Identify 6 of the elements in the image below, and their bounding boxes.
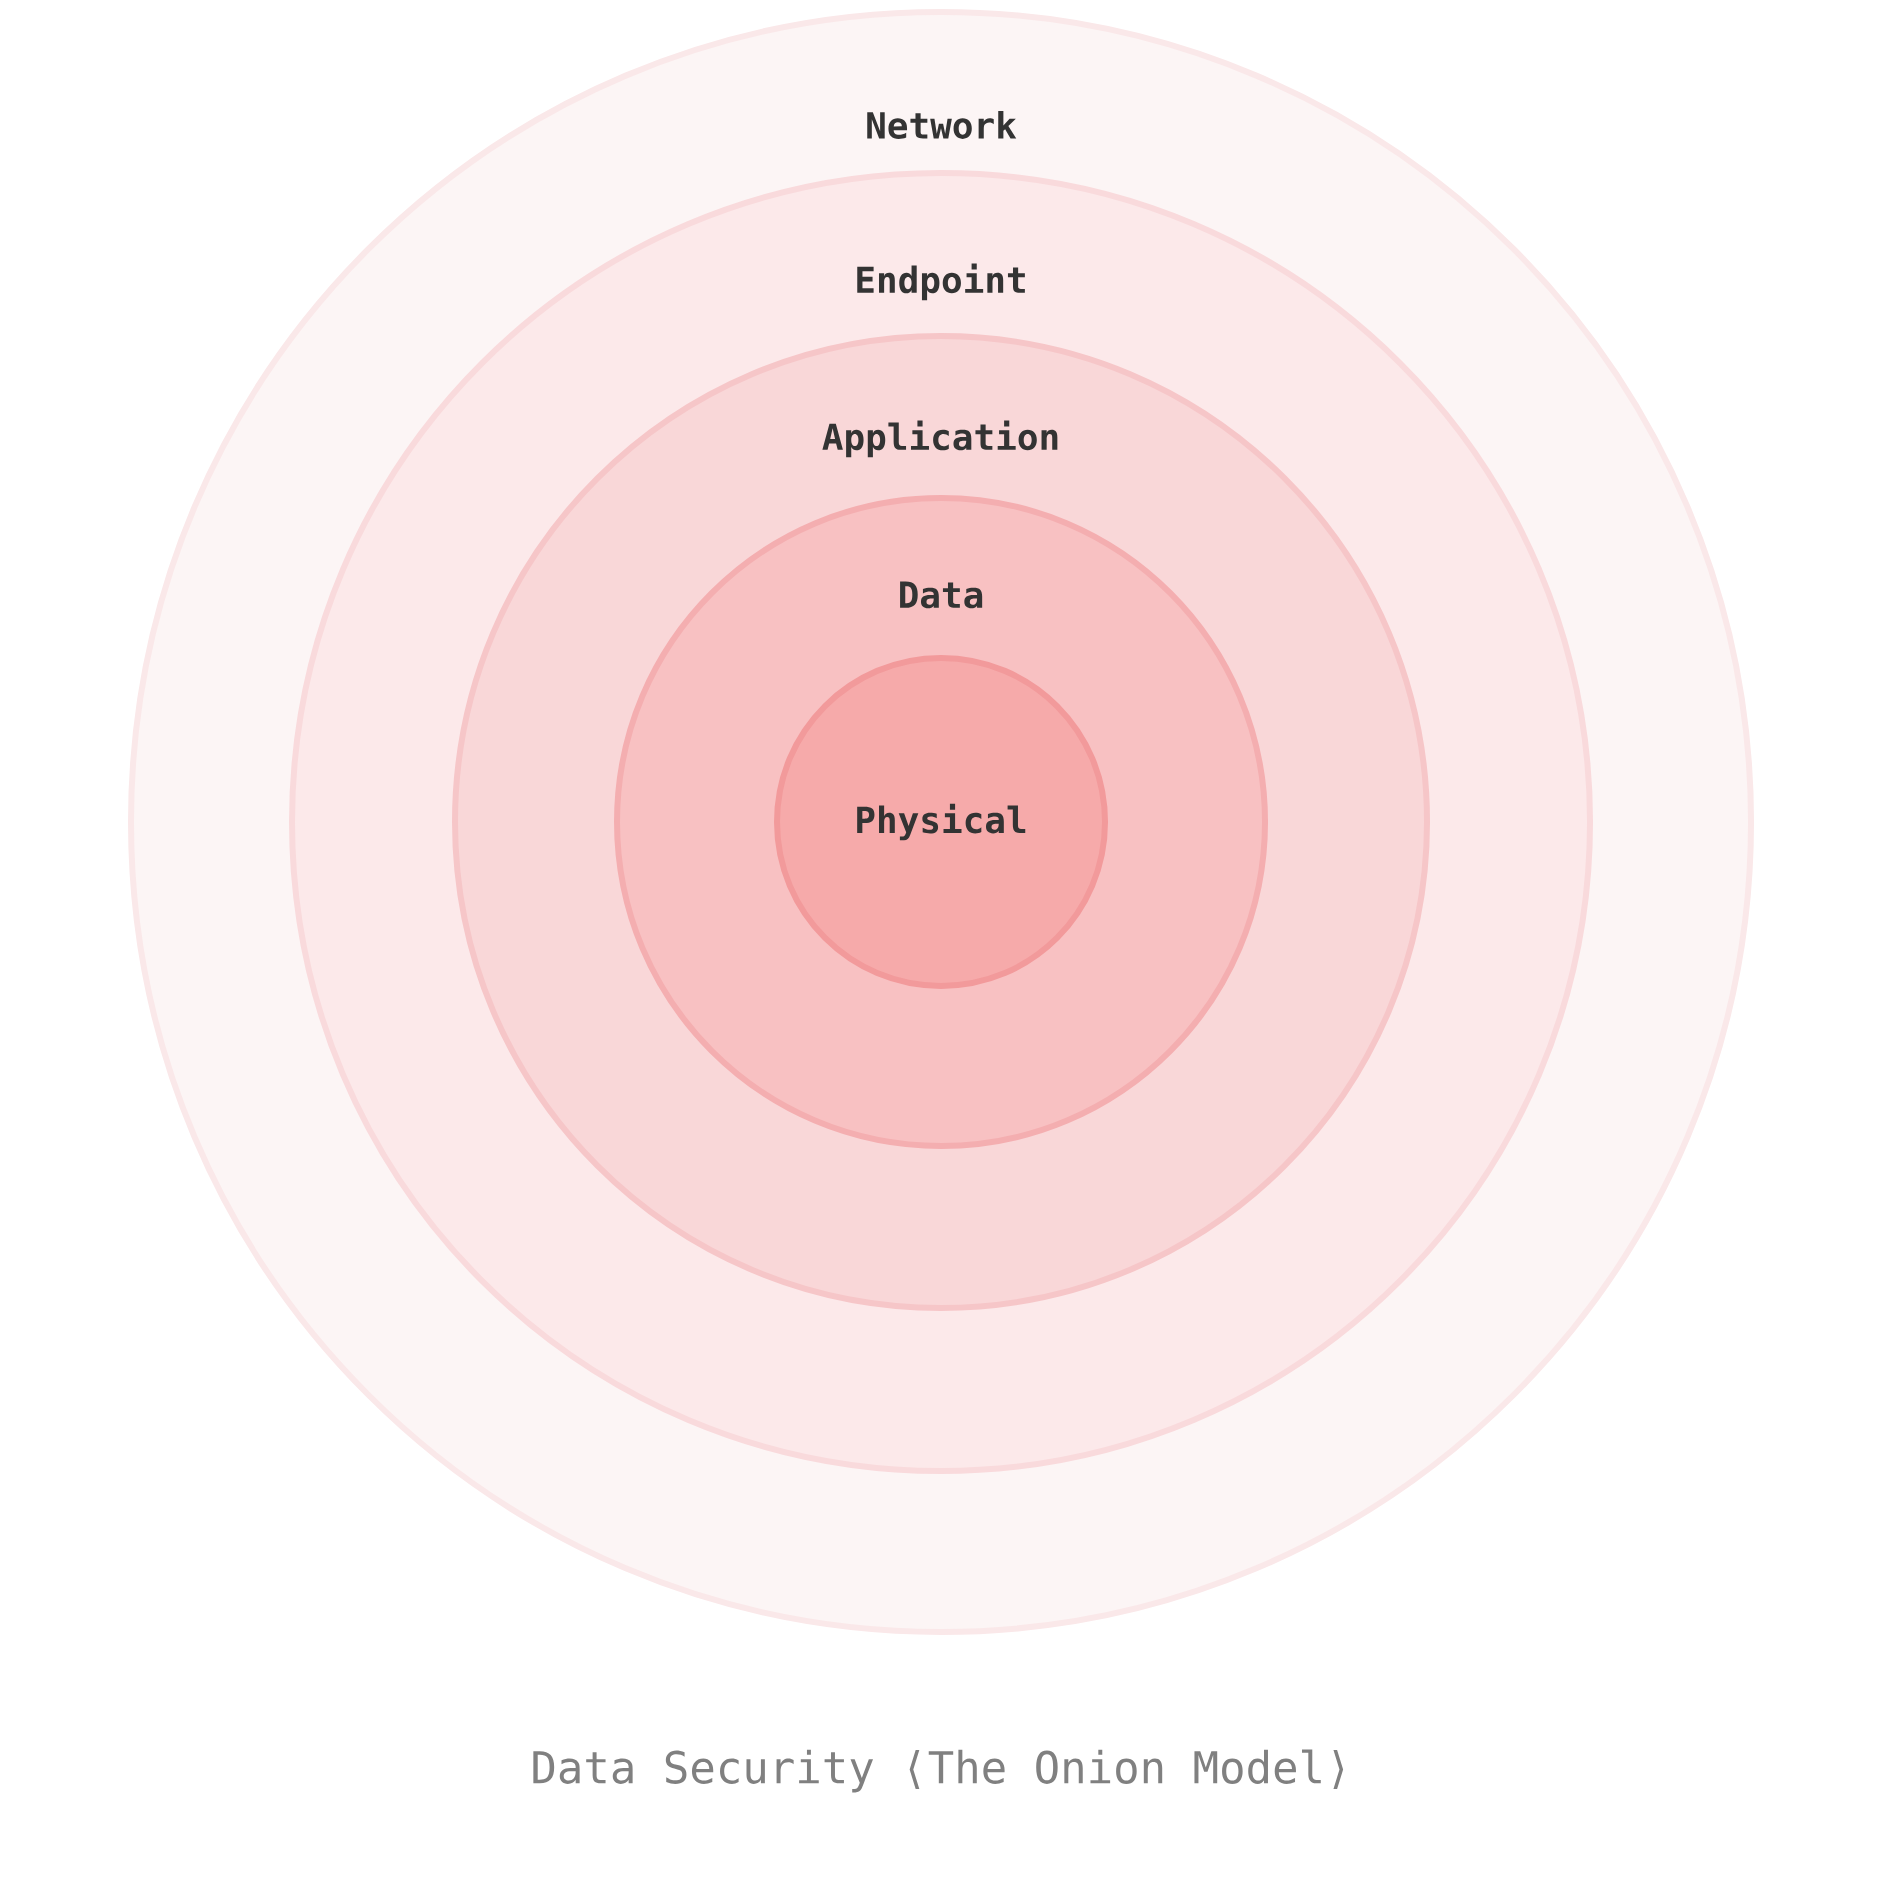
layer-label: Application <box>822 420 1058 458</box>
layer-label: Endpoint <box>857 263 1025 301</box>
layer-label: Network <box>867 111 1017 139</box>
layer-label: Physical <box>857 803 1026 841</box>
layer-label: Data <box>900 581 983 609</box>
title: Data Security ⟨The Onion Model⟩ <box>533 1749 1344 1793</box>
